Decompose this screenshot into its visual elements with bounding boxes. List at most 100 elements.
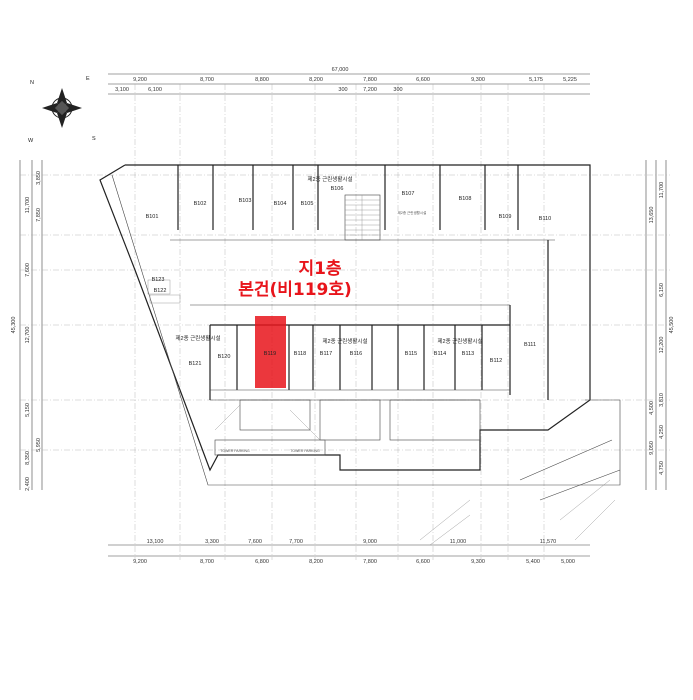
grid-lines (20, 84, 670, 560)
dim-label: 300 (338, 87, 347, 93)
right-dim-total: 45,500 (669, 317, 675, 334)
dim-label: 11,000 (450, 539, 466, 545)
dim-label: 8,700 (200, 559, 214, 565)
room-b107-label: B107 (402, 191, 415, 197)
dim-label: 13,100 (147, 539, 164, 545)
room-b121-label: B121 (189, 361, 202, 367)
room-b118-label: B118 (294, 351, 306, 357)
dim-label: 5,225 (563, 77, 577, 83)
room-b101-label: B101 (146, 214, 159, 220)
room-b112-label: B112 (490, 358, 502, 364)
zone-east-label: 제2종 근린생활시설 (437, 337, 482, 345)
dim-label: 8,350 (25, 451, 31, 465)
dim-label: 3,100 (115, 87, 129, 93)
room-b109-label: B109 (499, 214, 512, 220)
dim-label: 6,800 (255, 559, 269, 565)
dim-label: 3,810 (659, 393, 665, 407)
zone-west-label: 제2종 근린생활시설 (175, 334, 220, 342)
dim-label: 6,150 (659, 283, 665, 297)
dim-label: 300 (393, 87, 402, 93)
dim-label: 5,000 (561, 559, 575, 565)
top-dims-row2: 3,100 6,100 300 7,200 300 (115, 87, 402, 93)
room-b104-label: B104 (274, 201, 287, 207)
room-b102-label: B102 (194, 201, 207, 207)
dim-label: 8,800 (255, 77, 269, 83)
dim-label: 4,250 (659, 425, 665, 439)
bottom-dims-row2: 9,200 8,700 6,800 8,200 7,800 6,600 9,30… (133, 559, 575, 565)
room-b106-label: B106 (331, 186, 344, 192)
unit-highlight-label: 본건(비119호) (238, 280, 352, 300)
dim-label: 8,700 (200, 77, 214, 83)
room-b120-label: B120 (218, 354, 231, 360)
dim-label: 12,700 (25, 327, 31, 344)
bottom-dims-row1: 13,100 3,300 7,600 7,700 9,000 11,000 11… (147, 539, 557, 545)
floor-highlight-label: 지1층 (298, 259, 341, 279)
compass-n-label: N (30, 80, 34, 86)
dim-label: 7,800 (363, 559, 377, 565)
dim-label: 5,175 (529, 77, 543, 83)
room-b108-label: B108 (459, 196, 472, 202)
room-b115-label: B115 (405, 351, 417, 357)
dim-label: 5,150 (25, 403, 31, 417)
zone-north-label: 제2종 근린생활시설 (307, 175, 352, 183)
dim-label: 7,850 (36, 208, 42, 222)
compass-rose-icon (42, 88, 82, 128)
dim-label: 3,850 (36, 171, 42, 185)
dim-label: 6,600 (416, 77, 430, 83)
dim-label: 7,600 (25, 263, 31, 277)
room-b103-label: B103 (239, 198, 252, 204)
top-dims-row1: 9,200 8,700 8,800 8,200 7,800 6,600 9,30… (133, 77, 577, 83)
dim-label: 7,700 (289, 539, 303, 545)
compass-s-label: S (92, 136, 96, 142)
left-dims-inner: 3,850 7,850 5,950 (36, 171, 42, 452)
dim-label: 3,300 (205, 539, 219, 545)
building-outline (99, 164, 621, 546)
dim-label: 6,600 (416, 559, 430, 565)
compass-e-label: E (86, 76, 90, 82)
parking-left-label: TOWER PARKING (220, 449, 250, 453)
dim-label: 4,750 (659, 461, 665, 475)
dim-label: 6,100 (148, 87, 162, 93)
dim-label: 9,200 (133, 77, 147, 83)
dim-label: 11,700 (25, 197, 31, 213)
zone-labels: 제2종 근린생활시설 제2종 근린생활시설 제2종 근린생활시설 제2종 근린생… (175, 175, 482, 345)
dim-label: 12,200 (659, 337, 665, 354)
dim-label: 2,400 (25, 477, 31, 491)
dim-label: 7,800 (363, 77, 377, 83)
dim-label: 13,650 (649, 207, 655, 224)
dim-label: 7,200 (363, 87, 377, 93)
left-dims-outer: 11,700 7,600 12,700 5,150 8,350 2,400 (25, 197, 31, 491)
room-b110-label: B110 (539, 216, 551, 222)
dim-label: 9,300 (471, 559, 485, 565)
room-b105-label: B105 (301, 201, 314, 207)
dim-label: 4,500 (649, 401, 655, 415)
dim-label: 9,050 (649, 441, 655, 455)
room-b119-label: B119 (264, 351, 276, 357)
room-b122-label: B122 (154, 288, 167, 294)
dimension-lines (19, 73, 667, 557)
zone-center-label: 제2종 근린생활시설 (322, 337, 367, 345)
dim-label: 8,200 (309, 77, 323, 83)
left-dim-total: 45,300 (11, 317, 17, 334)
dim-label: 9,200 (133, 559, 147, 565)
right-dims-inner: 13,650 4,500 9,050 (649, 207, 655, 455)
room-labels: B101 B102 B103 B104 B105 B106 B107 B108 … (146, 186, 552, 367)
room-b117-label: B117 (320, 351, 332, 357)
right-dims-outer: 11,700 6,150 12,200 3,810 4,250 4,750 (659, 182, 665, 475)
dim-label: 5,950 (36, 438, 42, 452)
dim-label: 9,300 (471, 77, 485, 83)
top-dim-total: 67,000 (332, 67, 349, 73)
dim-label: 7,600 (248, 539, 262, 545)
dim-label: 11,570 (540, 539, 556, 545)
parking-right-label: TOWER PARKING (290, 449, 320, 453)
dim-label: 8,200 (309, 559, 323, 565)
dim-label: 9,000 (363, 539, 377, 545)
zone-b107-sub-label: 제2종 근린생활시설 (398, 210, 427, 215)
dim-label: 5,400 (526, 559, 540, 565)
room-b123-label: B123 (152, 277, 165, 283)
room-b113-label: B113 (462, 351, 474, 357)
room-b111-label: B111 (524, 342, 536, 348)
compass-w-label: W (28, 138, 34, 144)
unit-b119-highlight[interactable] (255, 316, 286, 388)
